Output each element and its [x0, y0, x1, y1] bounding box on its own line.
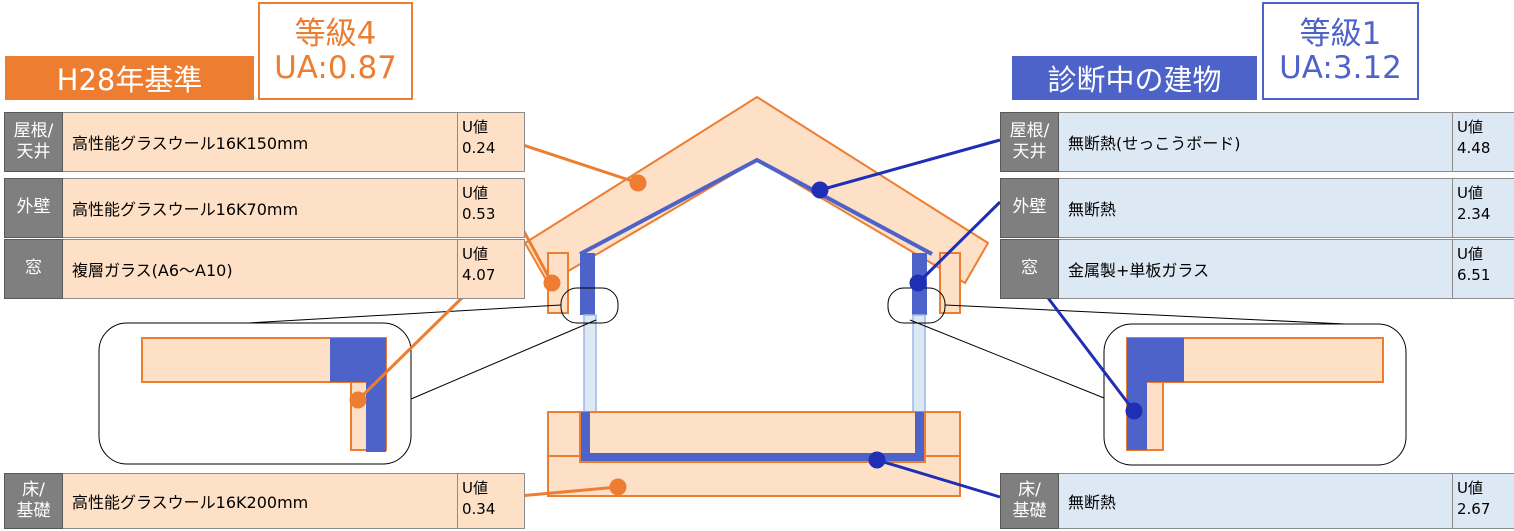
u-label: U値: [462, 479, 488, 497]
building-grade: 等級1: [1299, 15, 1382, 52]
category-label: 床/ 基礎: [4, 473, 63, 529]
u-value-cell: U値 2.34: [1453, 178, 1514, 238]
u-label: U値: [1457, 184, 1483, 202]
building-ua: UA:3.12: [1279, 50, 1402, 86]
category-label: 屋根/ 天井: [4, 112, 63, 172]
roof-leader-dot-std: [629, 174, 647, 192]
u-value-cell: U値 0.53: [458, 178, 525, 238]
u-value-cell: U値 2.67: [1453, 473, 1514, 529]
floor-leader-dot-bld: [868, 451, 886, 469]
material-label: 複層ガラス(A6～A10): [63, 239, 458, 299]
u-value: 0.53: [462, 205, 496, 223]
u-value-cell: U値 6.51: [1453, 239, 1514, 299]
standard-row-wall: 外壁 高性能グラスウール16K70mm U値 0.53: [4, 178, 525, 238]
building-grade-box: 等級1 UA:3.12: [1262, 2, 1419, 100]
u-label: U値: [462, 118, 488, 136]
u-value: 4.07: [462, 266, 496, 284]
u-value-cell: U値 0.24: [458, 112, 525, 172]
floor-board-line: [580, 412, 925, 463]
right-wall-insulation: [939, 252, 961, 314]
u-value: 6.51: [1457, 266, 1491, 284]
material-label: 高性能グラスウール16K200mm: [63, 473, 458, 529]
u-label: U値: [462, 184, 488, 202]
roof-leader-dot-bld: [811, 181, 829, 199]
u-label: U値: [1457, 245, 1483, 263]
u-value-cell: U値 4.48: [1453, 112, 1514, 172]
floor-leader-dot-std: [609, 478, 627, 496]
material-label: 無断熱: [1059, 473, 1453, 529]
building-tag: 診断中の建物: [1012, 56, 1257, 100]
category-label: 外壁: [1000, 178, 1059, 238]
u-value: 2.34: [1457, 205, 1491, 223]
u-value: 2.67: [1457, 500, 1491, 518]
u-label: U値: [1457, 118, 1483, 136]
u-value-cell: U値 0.34: [458, 473, 525, 529]
wall-leader-dot-std: [543, 274, 561, 292]
building-row-roof: 屋根/ 天井 無断熱(せっこうボード) U値 4.48: [1000, 112, 1514, 172]
u-value: 0.24: [462, 139, 496, 157]
building-row-window: 窓 金属製+単板ガラス U値 6.51: [1000, 239, 1514, 299]
category-label: 窓: [1000, 239, 1059, 299]
u-value: 4.48: [1457, 139, 1491, 157]
u-label: U値: [462, 245, 488, 263]
material-label: 無断熱: [1059, 178, 1453, 238]
window-leader-dot-bld: [1125, 402, 1143, 420]
building-row-wall: 外壁 無断熱 U値 2.34: [1000, 178, 1514, 238]
standard-grade-box: 等級4 UA:0.87: [258, 2, 413, 100]
standard-ua: UA:0.87: [274, 50, 397, 86]
u-value-cell: U値 4.07: [458, 239, 525, 299]
material-label: 高性能グラスウール16K150mm: [63, 112, 458, 172]
material-label: 無断熱(せっこうボード): [1059, 112, 1453, 172]
material-label: 高性能グラスウール16K70mm: [63, 178, 458, 238]
standard-row-floor: 床/ 基礎 高性能グラスウール16K200mm U値 0.34: [4, 473, 525, 529]
u-value: 0.34: [462, 500, 496, 518]
left-wall-board: [580, 253, 595, 315]
category-label: 床/ 基礎: [1000, 473, 1059, 529]
category-label: 屋根/ 天井: [1000, 112, 1059, 172]
roof-board-line: [579, 157, 933, 256]
category-label: 窓: [4, 239, 63, 299]
standard-row-roof: 屋根/ 天井 高性能グラスウール16K150mm U値 0.24: [4, 112, 525, 172]
standard-row-window: 窓 複層ガラス(A6～A10) U値 4.07: [4, 239, 525, 299]
wall-leader-dot-bld: [909, 274, 927, 292]
left-window: [583, 314, 597, 416]
window-leader-dot-std: [349, 391, 367, 409]
right-window: [912, 314, 926, 416]
category-label: 外壁: [4, 178, 63, 238]
u-label: U値: [1457, 479, 1483, 497]
material-label: 金属製+単板ガラス: [1059, 239, 1453, 299]
standard-tag: H28年基準: [5, 56, 254, 100]
building-row-floor: 床/ 基礎 無断熱 U値 2.67: [1000, 473, 1514, 529]
standard-grade: 等級4: [294, 15, 377, 52]
